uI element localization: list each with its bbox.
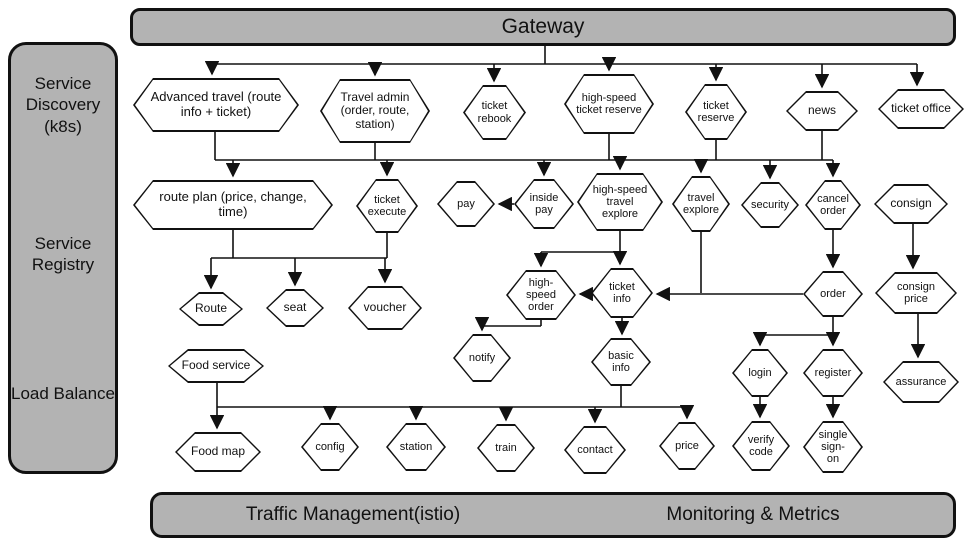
node-route-plan: route plan (price, change, time) (133, 180, 333, 230)
infrastructure-sidebar: Service Discovery (k8s) Service Registry… (8, 42, 118, 474)
node-food-service: Food service (168, 349, 264, 383)
node-assurance: assurance (883, 361, 959, 403)
node-consign-price: consign price (875, 272, 957, 314)
node-price: price (659, 422, 715, 470)
node-ticket-office: ticket office (878, 89, 964, 129)
node-contact: contact (564, 426, 626, 474)
traffic-management-label: Traffic Management(istio) (245, 504, 461, 525)
footer-bar: Traffic Management(istio) Monitoring & M… (150, 492, 956, 538)
node-travel-admin: Travel admin (order, route, station) (320, 79, 430, 143)
node-station: station (386, 423, 446, 471)
node-food-map: Food map (175, 432, 261, 472)
node-order: order (803, 271, 863, 317)
sidebar-item-service-registry: Service Registry (31, 234, 95, 275)
node-register: register (803, 349, 863, 397)
sidebar-item-service-discovery: Service Discovery (k8s) (25, 74, 101, 136)
node-high-speed-travel-explore: high-speed travel explore (577, 173, 663, 231)
gateway-label: Gateway (501, 15, 585, 38)
node-ticket-info: ticket info (591, 268, 653, 318)
monitoring-metrics-label: Monitoring & Metrics (666, 504, 840, 525)
node-news: news (786, 91, 858, 131)
node-seat: seat (266, 289, 324, 327)
node-single-sign-on: single sign-on (803, 421, 863, 473)
node-ticket-rebook: ticket rebook (463, 85, 526, 140)
node-high-speed-ticket-reserve: high-speed ticket reserve (564, 74, 654, 134)
node-ticket-execute: ticket execute (356, 179, 418, 233)
node-pay: pay (437, 181, 495, 227)
node-travel-explore: travel explore (672, 176, 730, 232)
node-train: train (477, 424, 535, 472)
node-config: config (301, 423, 359, 471)
node-cancel-order: cancel order (805, 180, 861, 230)
gateway-bar: Gateway (130, 8, 956, 46)
node-advanced-travel: Advanced travel (route info + ticket) (133, 78, 299, 132)
sidebar-item-load-balance: Load Balance (11, 384, 115, 403)
node-voucher: voucher (348, 286, 422, 330)
node-basic-info: basic info (591, 338, 651, 386)
node-security: security (741, 182, 799, 228)
node-high-speed-order: high-speed order (506, 270, 576, 320)
node-inside-pay: inside pay (514, 179, 574, 229)
node-route: Route (179, 292, 243, 326)
node-login: login (732, 349, 788, 397)
node-notify: notify (453, 334, 511, 382)
node-verify-code: verify code (732, 421, 790, 471)
node-ticket-reserve: ticket reserve (685, 84, 747, 140)
node-consign: consign (874, 184, 948, 224)
